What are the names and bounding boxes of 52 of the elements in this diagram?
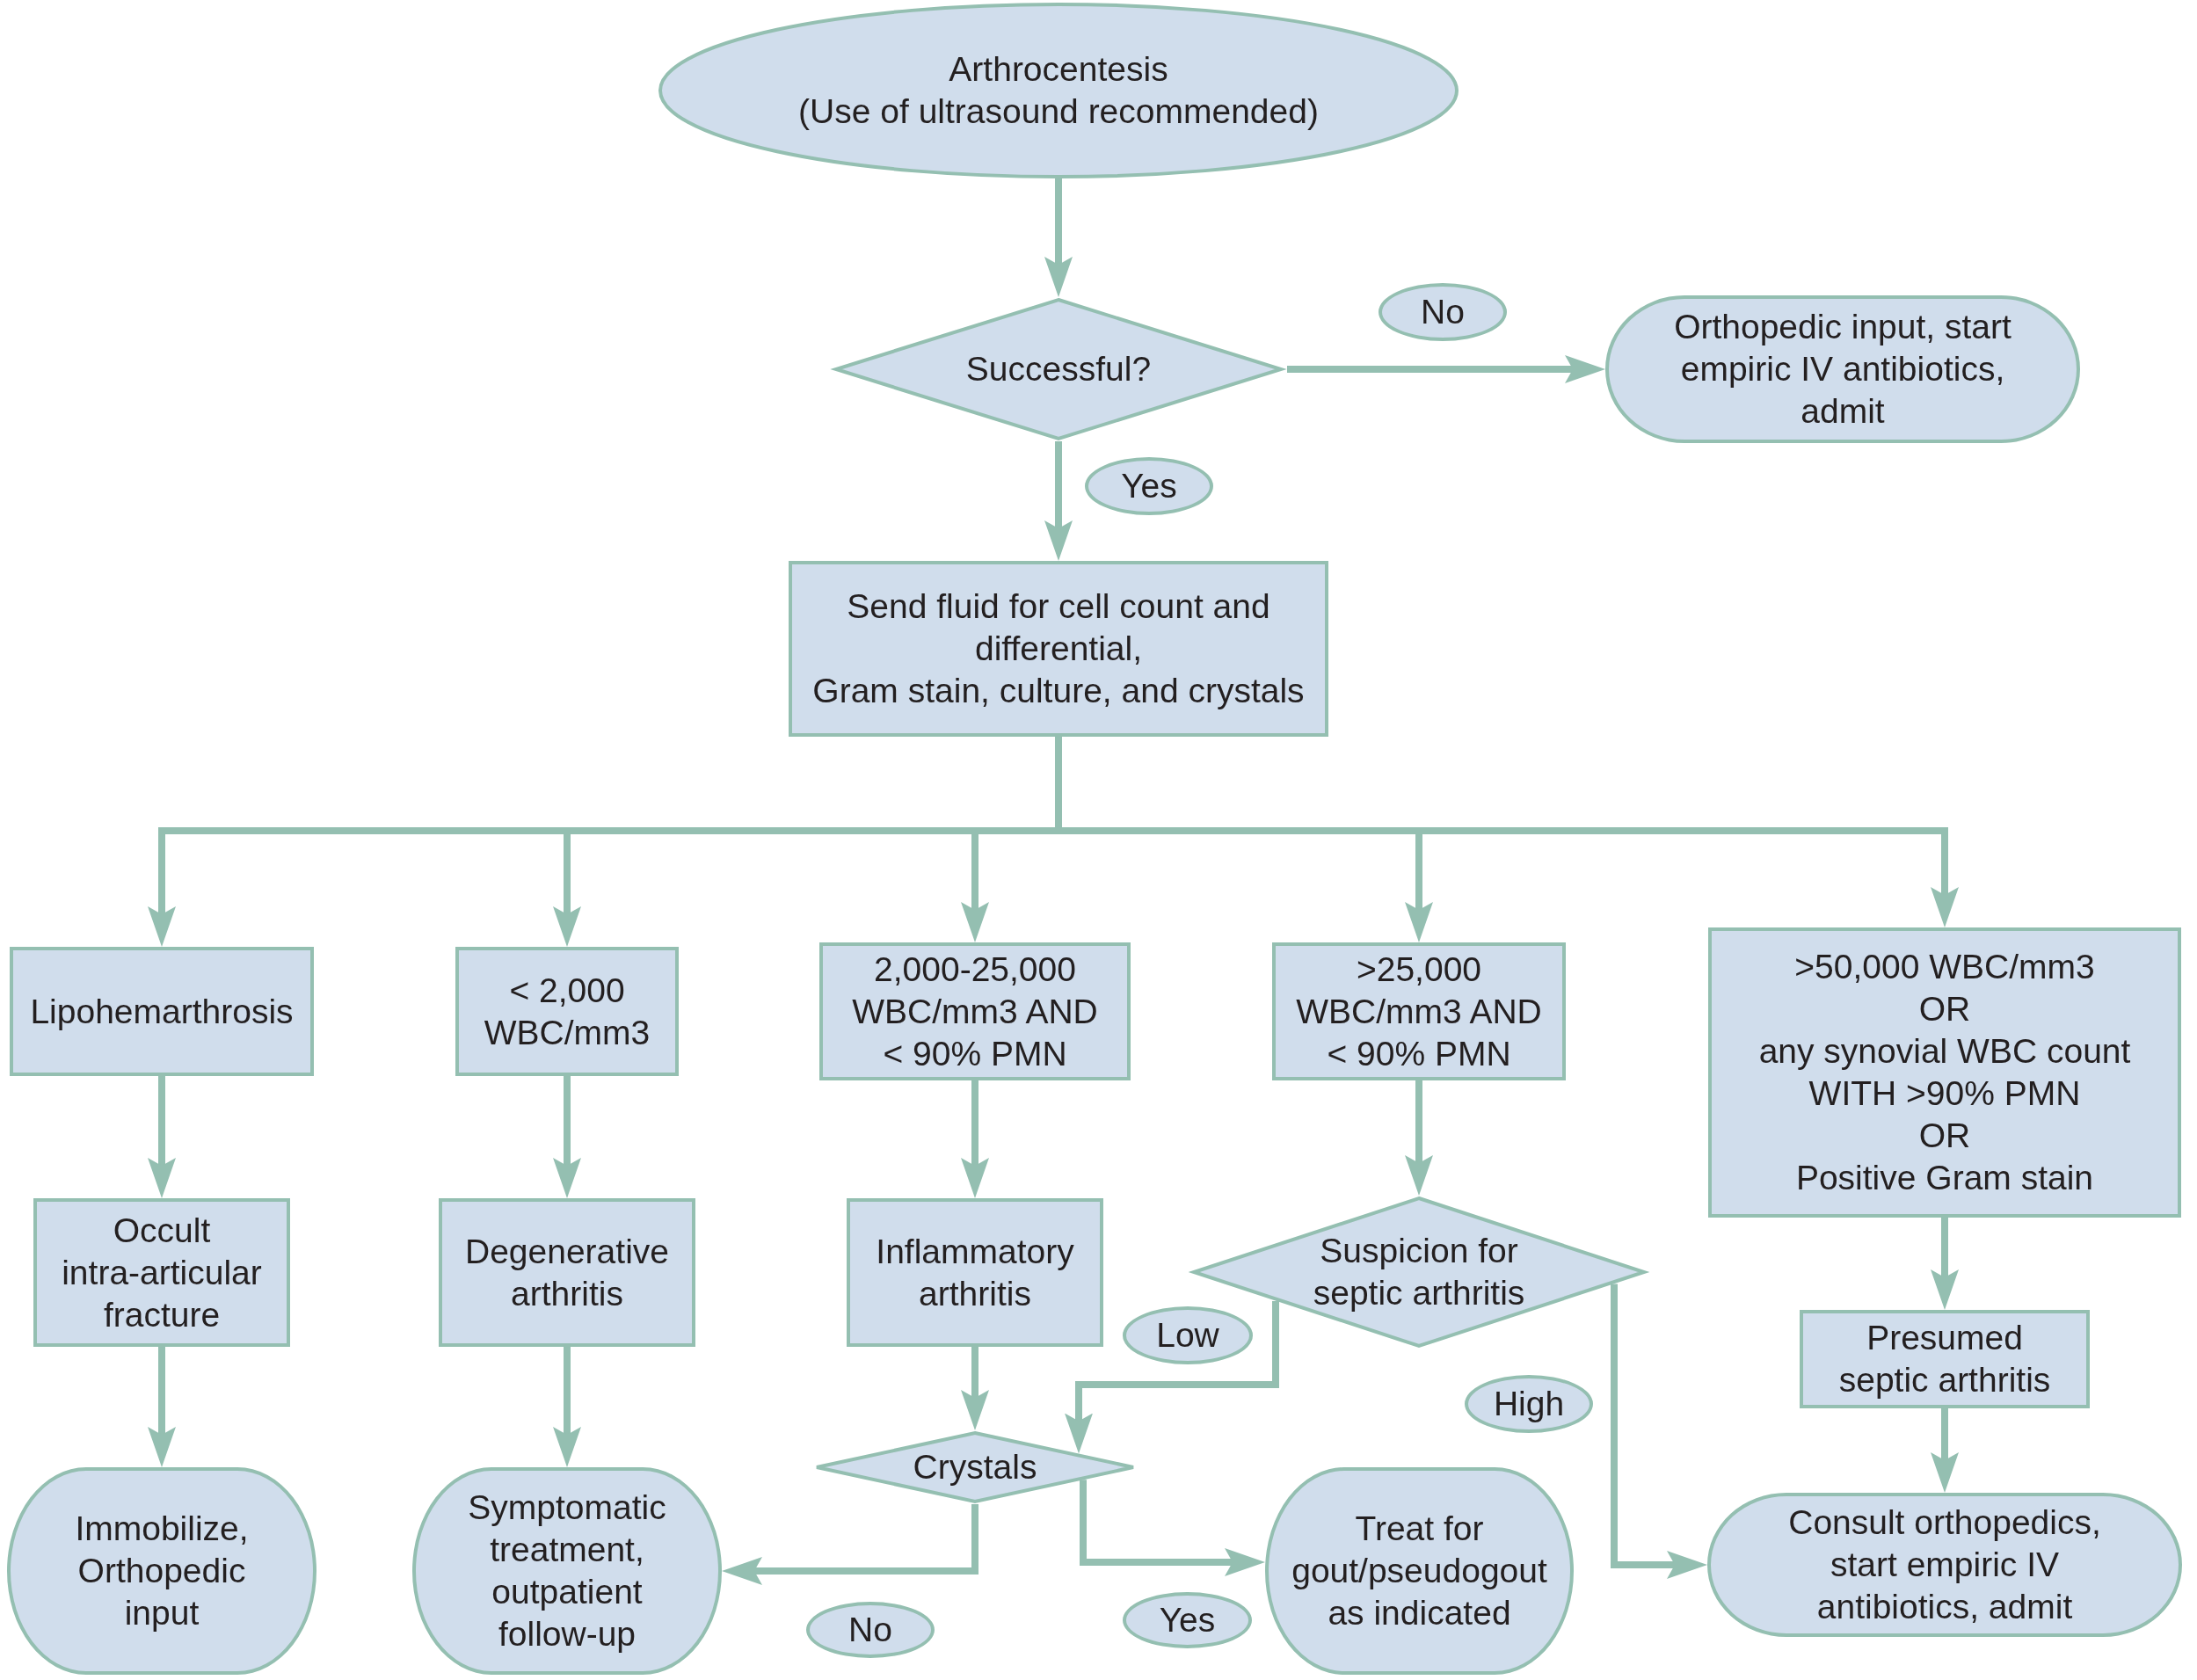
arrow	[961, 1080, 989, 1198]
node-text: Consult orthopedics, start empiric IV antibiotics, admit	[1787, 1502, 2102, 1627]
node-text: < 2,000 WBC/mm3	[483, 970, 651, 1053]
arrow	[1931, 1218, 1959, 1310]
edge-label: No	[1379, 283, 1507, 341]
node-text: Crystals	[913, 1447, 1037, 1487]
arrow	[1065, 1301, 1279, 1454]
process-box	[1708, 927, 2181, 1218]
arrow	[1080, 1480, 1265, 1576]
node-text: Inflammatory arthritis	[875, 1231, 1075, 1314]
process-box	[1800, 1310, 2090, 1408]
node-text: >50,000 WBC/mm3	[1794, 947, 2095, 987]
node-text: OR	[1918, 989, 1971, 1029]
arrow	[1611, 1284, 1707, 1579]
process-box	[455, 947, 679, 1076]
node-text: Occult intra-articular fracture	[61, 1210, 263, 1335]
node-text: Presumed septic arthritis	[1837, 1318, 2052, 1400]
edge-label: Yes	[1085, 457, 1213, 515]
node-text: Immobilize, Orthopedic input	[74, 1509, 250, 1633]
node-text: Lipohemarthrosis	[30, 991, 294, 1032]
node-text: Gram stain, culture, and crystals	[812, 671, 1305, 711]
node-text: Positive Gram stain	[1795, 1158, 2094, 1198]
process-box	[819, 942, 1131, 1080]
node-text: Suspicion for septic arthritis	[1312, 1231, 1526, 1313]
node-text: Symptomatic treatment, outpatient follow-up	[467, 1487, 667, 1655]
node-text: Successful?	[965, 349, 1152, 389]
node-text: Treat for gout/pseudogout as indicated	[1291, 1509, 1548, 1633]
arrow	[553, 1076, 581, 1198]
arrow	[553, 1347, 581, 1467]
node-text: OR	[1918, 1116, 1971, 1156]
process-box	[789, 561, 1328, 737]
node-text: 2,000-25,000 WBC/mm3 AND < 90% PMN	[851, 949, 1099, 1074]
arrow	[148, 1076, 176, 1198]
arrow	[148, 1347, 176, 1467]
process-box	[439, 1198, 695, 1347]
edge-label: No	[806, 1602, 935, 1658]
process-box	[847, 1198, 1103, 1347]
node-text: >25,000 WBC/mm3 AND < 90% PMN	[1295, 949, 1543, 1074]
edge-label: High	[1465, 1375, 1593, 1433]
process-box	[1272, 942, 1566, 1080]
node-text: (Use of ultrasound recommended)	[798, 91, 1319, 132]
node-text: any synovial WBC count WITH >90% PMN	[1757, 1031, 2132, 1114]
node-text: Degenerative arthritis	[464, 1231, 670, 1314]
process-box	[10, 947, 314, 1076]
edge-label: Yes	[1123, 1592, 1252, 1648]
node-text: Arthrocentesis	[949, 49, 1168, 90]
start-ellipse	[658, 3, 1459, 178]
node-text: Orthopedic input, start empiric IV antibiotics, admit	[1673, 307, 2012, 432]
process-box	[33, 1198, 290, 1347]
decision-diamond	[830, 297, 1287, 441]
arrow	[1931, 1408, 1959, 1493]
edge-label: Low	[1123, 1306, 1253, 1364]
